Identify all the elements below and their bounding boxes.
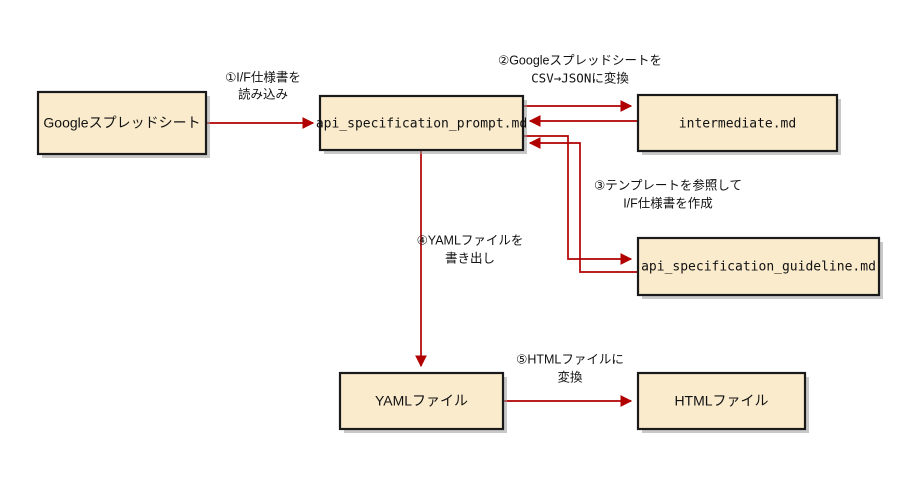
node-html-file-label: HTMLファイル [674,393,768,409]
edge-4-yaml-export: ④YAMLファイルを 書き出し [415,150,524,368]
node-api-specification-prompt-label: api_specification_prompt.md [316,117,527,132]
node-google-spreadsheet-label: Googleスプレッドシート [43,115,200,131]
edge-2-label-line-2: CSV→JSONに変換 [531,71,629,86]
edge-2-csv-to-json: ②Googleスプレッドシートを CSV→JSONに変換 [498,53,662,127]
edge-2-label-line-1: ②Googleスプレッドシートを [498,53,662,67]
node-yaml-file[interactable]: YAMLファイル [338,371,507,433]
edge-1-read-spec: ①I/F仕様書を 読み込み [206,69,315,129]
edge-5-html-convert: ⑤HTMLファイルに 変換 [503,352,633,407]
edge-1-label-line-1: ①I/F仕様書を [225,69,301,84]
edge-4-label-line-2: 書き出し [445,251,495,265]
node-intermediate-md-label: intermediate.md [679,117,796,132]
edge-3-label-line-1: ③テンプレートを参照して [594,177,742,192]
node-api-specification-guideline[interactable]: api_specification_guideline.md [636,236,883,299]
node-yaml-file-label: YAMLファイル [375,393,468,409]
edge-3-label-line-2: I/F仕様書を作成 [623,195,713,210]
node-api-specification-guideline-label: api_specification_guideline.md [641,260,876,275]
node-api-specification-prompt[interactable]: api_specification_prompt.md [316,94,527,154]
node-google-spreadsheet[interactable]: Googleスプレッドシート [36,90,210,158]
edge-4-label-line-1: ④YAMLファイルを [417,233,524,247]
node-intermediate-md[interactable]: intermediate.md [636,93,841,155]
edge-5-label-line-1: ⑤HTMLファイルに [516,352,624,366]
node-html-file[interactable]: HTMLファイル [636,371,809,433]
edge-1-label-line-2: 読み込み [238,86,288,101]
edge-3-template-reference: ③テンプレートを参照して I/F仕様書を作成 [523,135,742,273]
edge-5-label-line-2: 変換 [557,369,583,384]
